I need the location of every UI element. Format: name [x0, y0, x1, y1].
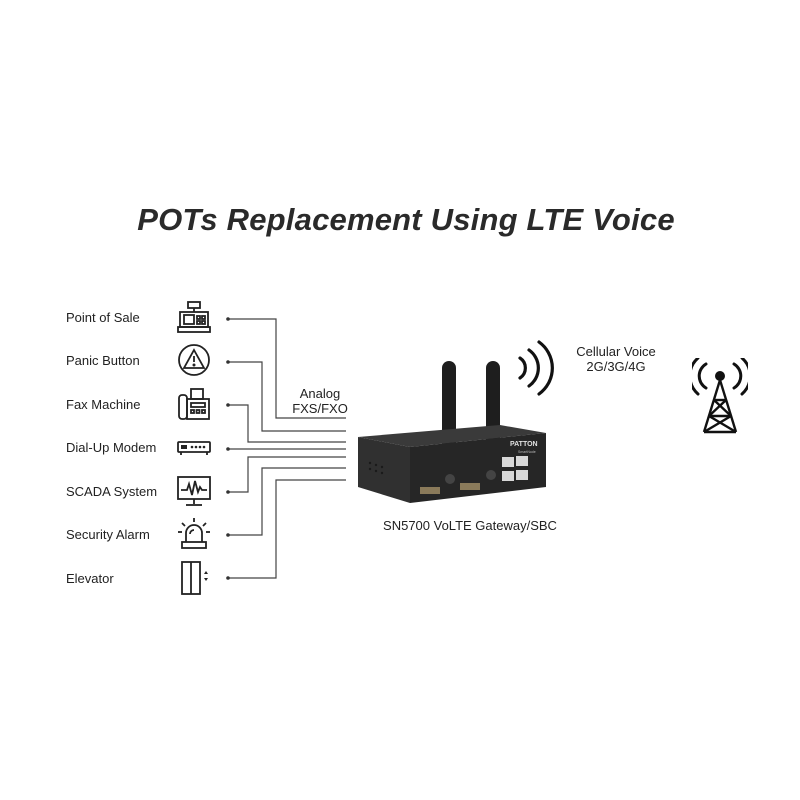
device-label-scada-system: SCADA System — [66, 484, 158, 499]
wire-security-alarm — [228, 467, 346, 536]
warning-triangle-icon — [178, 344, 210, 376]
gateway-caption: SN5700 VoLTE Gateway/SBC — [383, 518, 557, 533]
fax-machine-icon — [178, 388, 210, 420]
analog-fxs-fxo-label: Analog FXS/FXO — [292, 386, 348, 416]
device-label-panic-button: Panic Button — [66, 353, 140, 368]
device-label-elevator: Elevator — [66, 571, 114, 586]
device-label-fax-machine: Fax Machine — [66, 397, 141, 412]
cellular-voice-label: Cellular Voice 2G/3G/4G — [576, 344, 656, 374]
modem-icon — [177, 441, 211, 455]
device-label-security-alarm: Security Alarm — [66, 527, 150, 542]
gateway-brand: PATTON — [510, 441, 538, 448]
gateway-subbrand: SmartNode — [518, 450, 536, 454]
cash-register-icon — [177, 301, 211, 333]
ethernet-ports — [502, 456, 528, 481]
wire-elevator — [228, 479, 346, 579]
device-label-dial-up-modem: Dial-Up Modem — [66, 440, 157, 455]
wire-fax-machine — [228, 404, 346, 443]
alarm-beacon-icon — [178, 518, 210, 549]
wire-point-of-sale — [228, 318, 346, 419]
wire-scada-system — [228, 456, 346, 493]
wireless-waves-icon — [518, 340, 554, 396]
wire-panic-button — [228, 361, 346, 432]
elevator-icon — [181, 561, 208, 595]
diagram-title: POTs Replacement Using LTE Voice — [137, 202, 675, 237]
device-label-point-of-sale: Point of Sale — [66, 310, 140, 325]
monitor-waveform-icon — [177, 476, 211, 506]
gateway-device: PATTON SmartNode — [358, 361, 546, 503]
cell-tower-icon — [692, 358, 748, 434]
